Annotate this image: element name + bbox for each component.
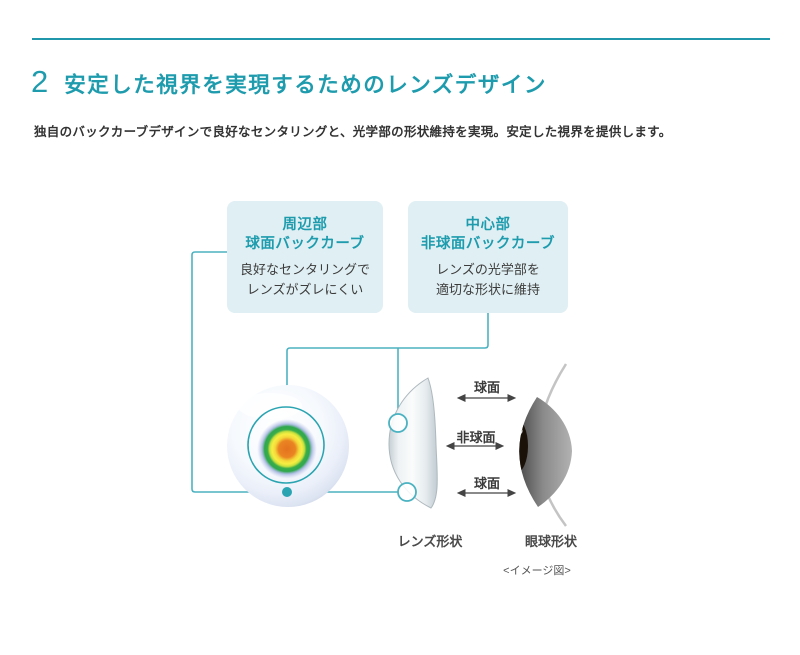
lens-shape-caption: レンズ形状 [397,534,463,549]
arrowhead-icon [445,442,455,450]
section-subtitle: 独自のバックカーブデザインで良好なセンタリングと、光学部の形状維持を実現。安定し… [34,125,672,139]
arrowhead-icon [456,394,466,402]
aspherical-zone-marker [388,413,408,433]
callout-peripheral-back-curve: 周辺部 球面バックカーブ 良好なセンタリングで レンズがズレにくい [227,201,383,313]
eye-shape-caption: 眼球形状 [524,534,577,549]
back-curve-boundary-circle [247,406,325,484]
surface-label-spherical-top: 球面 [473,380,500,395]
callout-central-back-curve: 中心部 非球面バックカーブ レンズの光学部を 適切な形状に維持 [408,201,568,313]
callout-title: 中心部 非球面バックカーブ [420,217,556,252]
pressure-heatmap [257,419,317,479]
arrowhead-icon [456,489,466,497]
section-heading: 2 安定した視界を実現するためのレンズデザイン [31,64,547,100]
lens-cross-section [388,377,438,509]
callout-body: レンズの光学部を 適切な形状に維持 [435,262,540,297]
lens-sphere-highlight [238,393,302,419]
center-point-dot [282,487,292,497]
spherical-zone-marker [397,482,417,502]
section-number: 2 [31,64,50,99]
surface-label-aspherical: 非球面 [456,430,496,445]
surface-label-spherical-bottom: 球面 [473,476,500,491]
surface-arrows [445,394,517,497]
connector-central [286,313,489,407]
callout-body: 良好なセンタリングで レンズがズレにくい [239,262,370,297]
image-note: <イメージ図> [503,565,571,577]
arrowhead-icon [507,394,517,402]
arrowhead-icon [507,489,517,497]
cornea-shape [519,397,572,507]
connector-peripheral [191,251,398,493]
eye-highlight [519,426,523,436]
lens-front-view [227,385,349,507]
callout-title: 周辺部 球面バックカーブ [245,217,365,252]
page-title: 安定した視界を実現するためのレンズデザイン [64,73,547,97]
section-divider [32,38,770,40]
arrowhead-icon [495,442,505,450]
